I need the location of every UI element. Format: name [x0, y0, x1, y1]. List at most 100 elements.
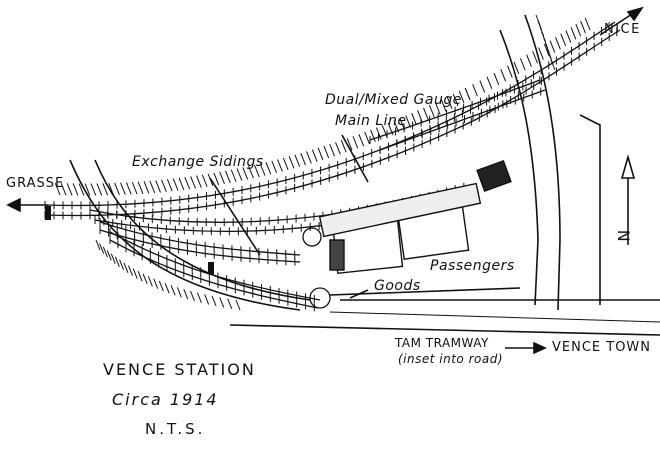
branch-rail-1: [369, 79, 541, 141]
hatch-stroke: [526, 54, 532, 67]
main-line-label-2: Main Line: [335, 113, 407, 129]
roads: [69, 14, 660, 336]
hatch-stroke: [575, 23, 582, 37]
hatch-stroke: [172, 178, 179, 191]
turntables: [302, 227, 331, 309]
right-road-edge-2: [499, 29, 539, 306]
hatch-stroke: [446, 96, 453, 109]
hatch-stroke: [184, 177, 191, 190]
hatch-stroke: [201, 174, 208, 187]
siding-rail-2: [99, 229, 301, 263]
hatch-stroke: [300, 152, 306, 166]
hatch-stroke: [311, 149, 318, 162]
hatch-stroke: [259, 163, 266, 176]
hatch-stroke: [131, 181, 138, 195]
hatch-stroke: [90, 183, 97, 196]
hatch-stroke: [178, 177, 185, 191]
hatch-stroke: [486, 76, 493, 89]
hatch-stroke: [352, 136, 359, 149]
hatch-stroke: [428, 104, 435, 118]
turntable-upper: [302, 227, 322, 247]
hatch-stroke: [119, 259, 125, 271]
grasse-arrow-head: [6, 197, 21, 213]
hatch-stroke: [230, 169, 237, 182]
hatch-stroke: [176, 287, 182, 298]
hatch-stroke: [170, 285, 176, 296]
hatch-stroke: [102, 246, 108, 258]
hatch-stroke: [493, 72, 500, 86]
hatch-stroke: [137, 181, 144, 194]
goods-label: Goods: [374, 278, 421, 294]
branch-rail-2: [379, 89, 546, 151]
hatch-stroke: [125, 182, 132, 195]
hatch-stroke: [580, 20, 586, 34]
hatch-stroke: [108, 182, 115, 196]
hatch-stroke: [132, 268, 138, 279]
hatch-stroke: [137, 271, 143, 282]
hatch-stroke: [196, 292, 202, 303]
hatch-stroke: [565, 30, 572, 43]
hatch-stroke: [128, 265, 133, 276]
main-line-label-1: Dual/Mixed Gauge: [325, 92, 462, 108]
turntable-lower: [309, 287, 331, 309]
label-pointer-goods: [349, 289, 369, 299]
hatch-stroke: [405, 115, 412, 128]
hatch-stroke: [166, 179, 173, 192]
hatch-stroke: [196, 175, 202, 188]
hatch-stroke: [550, 59, 556, 71]
siding-rail-1: [99, 221, 301, 256]
hatch-stroke: [99, 243, 105, 254]
exchange-sidings-label: Exchange Sidings: [132, 154, 264, 170]
hatch-stroke: [364, 131, 370, 145]
north-label: N: [614, 229, 634, 242]
hatch-stroke: [190, 290, 195, 302]
left-road-edge-1: [69, 159, 301, 311]
hatch-stroke: [248, 166, 254, 179]
hatch-stroke: [306, 151, 312, 164]
hatch-stroke: [265, 162, 272, 175]
hatch-stroke: [190, 176, 196, 189]
hatch-stroke: [211, 295, 217, 307]
hatch-stroke: [102, 183, 109, 196]
platform: [318, 182, 482, 238]
hatch-stroke: [204, 294, 210, 305]
hatch-stroke: [346, 138, 353, 151]
buffer-stop-left: [45, 206, 51, 220]
right-road-edge-3: [579, 114, 601, 305]
tramway-line: [329, 311, 660, 323]
title-scale: N.T.S.: [145, 420, 206, 438]
hatch-stroke: [513, 61, 520, 75]
hatch-stroke: [95, 239, 101, 251]
buffer-stop-siding: [208, 262, 214, 274]
hatch-stroke: [417, 110, 423, 123]
hatch-stroke: [106, 250, 112, 261]
hatch-stroke: [329, 144, 335, 157]
hatch-stroke: [323, 145, 330, 159]
hatch-stroke: [570, 27, 577, 40]
siding-rail-4: [109, 239, 319, 309]
hatch-stroke: [538, 47, 544, 60]
grasse-label: GRASSE: [6, 176, 65, 191]
hatch-stroke: [213, 172, 220, 186]
label-pointer-main: [341, 134, 369, 183]
hatch-stroke: [155, 180, 161, 193]
hatch-stroke: [532, 50, 538, 64]
hatch-stroke: [423, 107, 429, 120]
hatch-stroke: [96, 183, 103, 196]
direction-arrows: [6, 6, 644, 355]
tramway-label: TAM TRAMWAY: [395, 336, 489, 350]
goods-dock: [329, 239, 345, 271]
hatch-stroke: [458, 90, 465, 104]
hatch-stroke: [434, 102, 441, 115]
label-pointer-sidings: [209, 177, 261, 256]
yard-road: [329, 287, 521, 296]
hatch-stroke: [158, 280, 164, 292]
nice-label: NICE: [604, 22, 641, 37]
hatch-stroke: [227, 298, 233, 309]
hatch-stroke: [500, 69, 507, 82]
hatch-stroke: [549, 40, 556, 53]
title-station: VENCE STATION: [103, 360, 256, 379]
hatch-stroke: [161, 179, 167, 193]
hatch-stroke: [464, 87, 471, 101]
